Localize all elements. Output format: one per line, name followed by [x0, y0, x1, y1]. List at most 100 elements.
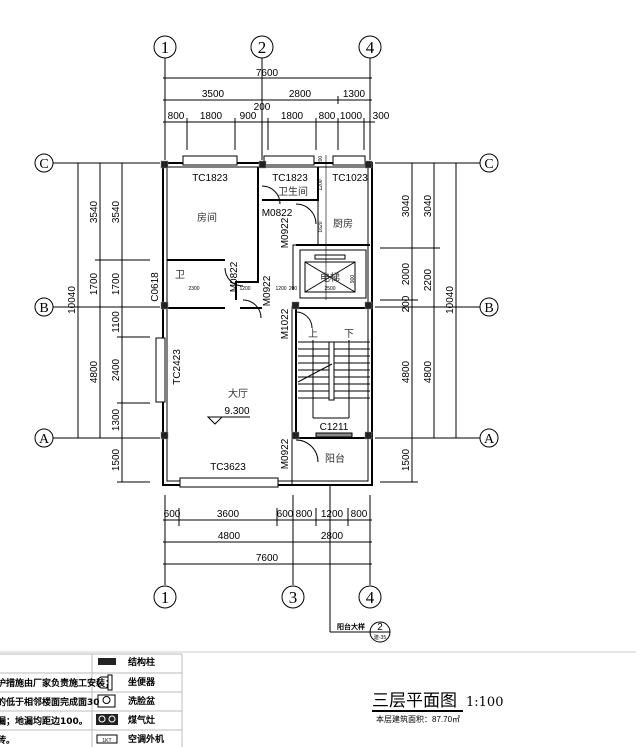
dim-text: 1300: [111, 408, 122, 431]
door-label: M0922: [280, 217, 291, 248]
detail-ref-number: 2: [377, 622, 383, 633]
dim-text: 3540: [89, 200, 100, 223]
axis-label: 4: [366, 588, 375, 607]
legend-note: 护措施由厂家负责施工安装；: [0, 677, 114, 689]
dim-text: 1000: [340, 111, 363, 122]
door-label: M1022: [280, 308, 291, 339]
opening-labels: TC1823 TC1823 TC1023 M0822 M0922 M0822 M…: [150, 173, 368, 473]
dim-text: 3500: [202, 89, 225, 100]
dim-text: 200: [401, 295, 412, 312]
dim-text: 3040: [423, 194, 434, 217]
dimensions-top: 7600 3500 2800 1300 800 1800 900 200 180…: [163, 68, 390, 150]
detail-reference: 阳台大样 2 建-35: [337, 621, 391, 643]
dim-text: 7600: [256, 68, 279, 79]
window-label: TC2423: [172, 349, 183, 385]
small-dim: 200: [318, 156, 324, 165]
dim-text: 10040: [67, 286, 78, 314]
room-elevator: 电梯: [320, 271, 340, 284]
dim-text: 7600: [256, 553, 279, 564]
room-bedroom: 房间: [197, 211, 217, 224]
dim-text: 1100: [111, 311, 122, 333]
legend-table: 护措施由厂家负责施工安装； 的低于相邻楼面完成面30 漏；地漏均距边100。 砖…: [0, 653, 183, 747]
legend-note: 漏；地漏均距边100。: [0, 715, 88, 727]
dim-text: 800: [319, 111, 336, 122]
elevation-mark: 9.300: [206, 406, 250, 425]
axis-label: A: [39, 432, 50, 447]
room-bathroom: 卫生间: [278, 185, 308, 198]
detail-ref-label: 阳台大样: [337, 622, 365, 631]
door-label: M0822: [262, 208, 293, 219]
dim-text: 1800: [200, 111, 223, 122]
dim-text: 3540: [111, 200, 122, 223]
dim-text: 900: [240, 111, 257, 122]
room-labels: 房间 卫生间 厨房 卫 电梯 大厅 阳台: [175, 185, 353, 465]
axis-label: 1: [161, 38, 170, 57]
window-label: TC1823: [272, 173, 308, 184]
structural-column-icon: [98, 658, 116, 665]
dim-text: 4800: [401, 360, 412, 383]
legend-item-label: 坐便器: [128, 676, 156, 688]
small-dimensions: 2300 1200 1200 200 2500 1200 1620 200 90…: [188, 156, 356, 292]
axis-label: B: [39, 301, 48, 316]
window-label: TC1023: [332, 173, 368, 184]
dim-text: 2800: [321, 531, 344, 542]
dim-text: 600: [164, 509, 181, 520]
floor-area: 本层建筑面积：87.70㎡: [376, 714, 460, 724]
dim-text: 1500: [401, 448, 412, 471]
drawing-scale: 1:100: [466, 695, 503, 710]
door-label: M0922: [280, 438, 291, 469]
axis-label: 1: [161, 588, 170, 607]
dim-text: 4800: [423, 360, 434, 383]
dim-text: 800: [168, 111, 185, 122]
dimensions-right: C B A 3040 2000 200 4800 1500 3040 2200 …: [375, 153, 499, 483]
dimensions-bottom: 600 3600 600 800 1200 800 4800 2800 7600…: [153, 485, 382, 633]
ac-code: 1KT: [102, 738, 111, 744]
dim-text: 1500: [111, 448, 122, 471]
small-dim: 200: [289, 286, 298, 292]
dim-text: 2800: [289, 89, 312, 100]
legend-note: 砖。: [0, 734, 15, 746]
ac-unit-icon: [96, 734, 118, 744]
window-label: TC3623: [210, 462, 246, 473]
elevator-shaft: [299, 249, 367, 299]
dim-text: 3040: [401, 194, 412, 217]
axis-label: A: [484, 432, 495, 447]
room-balcony: 阳台: [325, 452, 345, 465]
window-label: C0618: [150, 272, 161, 302]
dim-text: 3600: [217, 509, 240, 520]
legend-item-label: 结构柱: [128, 656, 155, 668]
dim-text: 300: [373, 111, 390, 122]
door-label: M0922: [262, 275, 273, 306]
dim-text: 10040: [445, 286, 456, 314]
drawing-name: 三层平面图: [372, 691, 457, 711]
dim-text: 4800: [89, 360, 100, 383]
toilet-icon: [96, 676, 109, 689]
door-label: M0822: [229, 261, 240, 292]
detail-ref-sheet: 建-35: [374, 634, 386, 641]
small-dim: 2300: [188, 286, 199, 292]
dim-text: 600: [277, 509, 294, 520]
staircase: [297, 340, 370, 438]
dim-text: 2200: [423, 268, 434, 291]
stair-up-label: 上: [308, 328, 318, 340]
dim-text: 1800: [281, 111, 304, 122]
walls: [155, 155, 373, 488]
room-hall: 大厅: [228, 387, 248, 400]
legend-item-label: 空调外机: [128, 733, 164, 745]
dim-text: 800: [296, 509, 313, 520]
dim-text: 4800: [218, 531, 241, 542]
stair-down-label: 下: [344, 329, 354, 340]
dim-text: 2400: [111, 358, 122, 381]
dim-text: 1700: [111, 272, 122, 295]
legend-item-label: 洗脸盆: [128, 695, 156, 707]
axis-label: 2: [258, 38, 267, 57]
small-dim: 900: [350, 275, 356, 284]
small-dim: 1620: [318, 221, 324, 232]
axis-label: B: [484, 301, 493, 316]
dim-text: 2000: [401, 262, 412, 285]
dim-text: 800: [351, 509, 368, 520]
window-label: C1211: [320, 422, 349, 433]
room-kitchen: 厨房: [333, 217, 353, 230]
axis-label: C: [39, 157, 48, 172]
window-label: TC1823: [192, 173, 228, 184]
